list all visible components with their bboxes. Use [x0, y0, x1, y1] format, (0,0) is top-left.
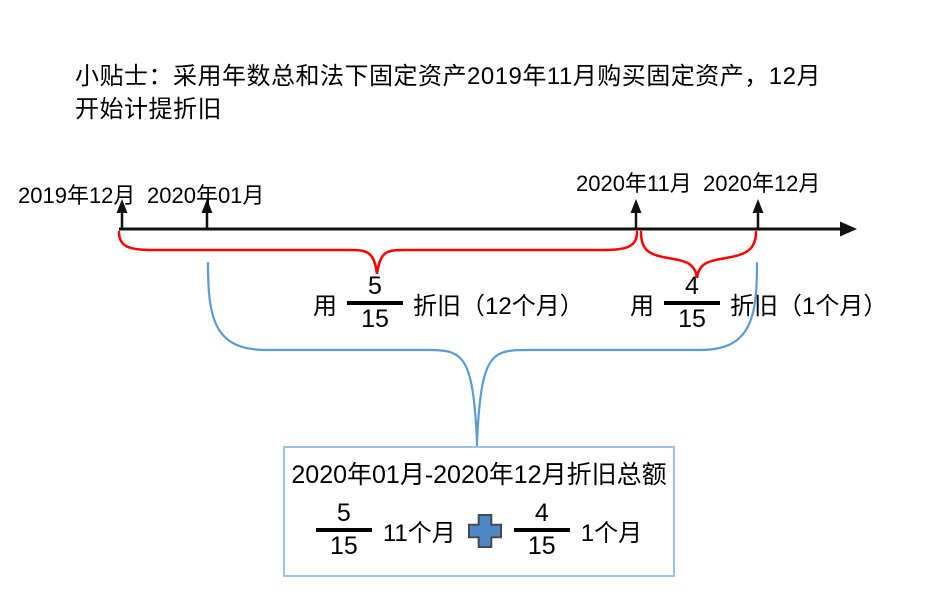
fraction-bar: [347, 301, 403, 305]
depreciation-left-suffix: 折旧（12个月）: [413, 292, 584, 320]
tip-line-2: 开始计提折旧: [75, 96, 222, 123]
depreciation-note-right: 用 4 15 折旧（1个月）: [630, 274, 887, 332]
red-brace-large: [117, 230, 639, 275]
summary-right-label: 1个月: [580, 519, 643, 547]
plus-icon: [467, 512, 503, 549]
summary-box: 2020年01月-2020年12月折旧总额 5 15 11个月 4 15 1个月: [283, 446, 675, 577]
timeline-arrowhead-icon: [840, 221, 857, 237]
fraction-numerator: 4: [534, 499, 549, 527]
summary-box-title: 2020年01月-2020年12月折旧总额: [291, 461, 667, 489]
fraction-4-15: 4 15: [513, 499, 570, 560]
tick-arrow-2020-11: [630, 199, 642, 229]
tip-line-1: 小贴士：采用年数总和法下固定资产2019年11月购买固定资产，12月: [75, 63, 821, 90]
tick-arrow-2020-01: [201, 199, 213, 229]
tick-arrow-2020-12: [752, 199, 764, 229]
blue-brace: [206, 261, 759, 450]
timeline-label-2019-12: 2019年12月: [18, 183, 136, 208]
depreciation-note-left: 用 5 15 折旧（12个月）: [313, 274, 584, 332]
depreciation-right-prefix: 用: [630, 292, 654, 320]
fraction-numerator: 5: [368, 272, 382, 300]
depreciation-left-prefix: 用: [313, 292, 337, 320]
depreciation-right-suffix: 折旧（1个月）: [730, 292, 888, 320]
summary-left-label: 11个月: [382, 519, 456, 547]
fraction-bar: [513, 528, 570, 532]
summary-formula: 5 15 11个月 4 15 1个月: [285, 501, 673, 559]
fraction-denominator: 15: [361, 305, 389, 333]
timeline-label-2020-01: 2020年01月: [147, 183, 265, 208]
timeline-label-2020-11: 2020年11月: [576, 171, 692, 196]
fraction-numerator: 4: [685, 272, 699, 300]
tip-text: 小贴士：采用年数总和法下固定资产2019年11月购买固定资产，12月 开始计提折…: [75, 60, 863, 126]
fraction-5-15: 5 15: [315, 499, 372, 560]
fraction-bar: [664, 301, 720, 305]
fraction-denominator: 15: [329, 532, 358, 560]
fraction-numerator: 5: [336, 499, 351, 527]
timeline-label-2020-12: 2020年12月: [703, 171, 821, 196]
fraction-denominator: 15: [678, 305, 706, 333]
red-brace-small: [639, 230, 758, 279]
tick-arrow-2019-12: [116, 199, 128, 229]
fraction-5-15: 5 15: [347, 274, 403, 332]
fraction-bar: [315, 528, 372, 532]
fraction-denominator: 15: [527, 532, 556, 560]
fraction-4-15: 4 15: [664, 274, 720, 332]
